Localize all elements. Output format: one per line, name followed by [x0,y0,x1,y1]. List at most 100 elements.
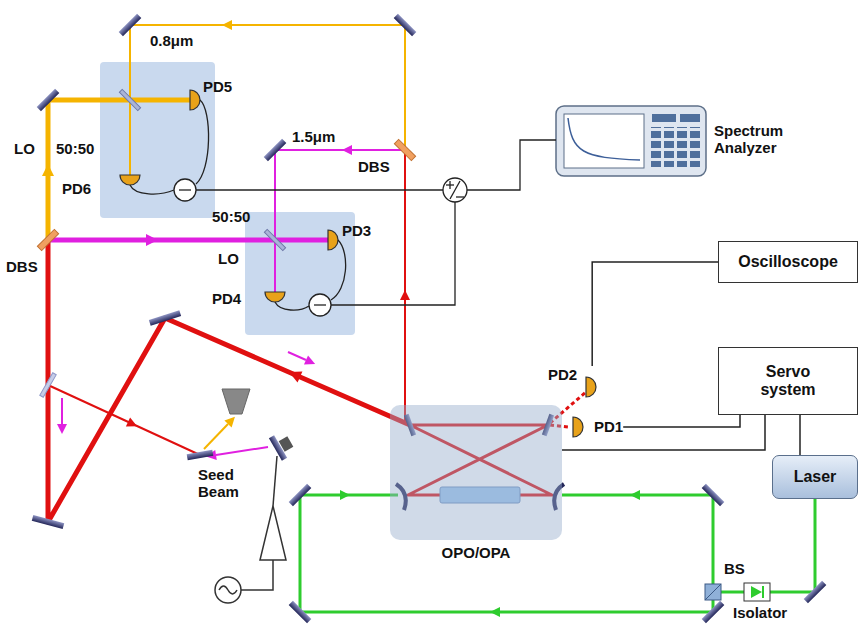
component-label: DBS [358,158,390,175]
laser-beam [61,398,63,424]
beam-splitter [40,89,721,600]
mirror [702,484,725,507]
mirror [37,89,60,112]
amplifier-symbol [260,506,286,560]
isolator-symbol [762,586,764,598]
node-label: PD1 [594,418,623,435]
dichroic-beam-splitter [37,139,415,250]
mirror [264,139,287,162]
mirror [702,601,725,624]
node-label: PD2 [548,366,577,383]
beam-splitter [705,584,721,600]
laser-beam [288,352,306,360]
signal-wire [799,415,801,455]
beam-arrowhead [57,424,67,434]
cavity-box: OPO/OPA [390,405,562,540]
component-label: PD3 [342,222,371,239]
component-label: Isolator [733,604,787,621]
dichroic-beam-splitter [37,229,58,250]
photodetector-symbol [586,377,596,397]
beam-arrowhead [400,290,410,300]
amplifier-symbol [241,560,273,590]
mirror [119,14,142,37]
laser-beam [48,385,200,455]
component-label: Seed Beam [198,466,258,501]
node-label: OPO/OPA [390,544,562,561]
laser-beam [48,240,410,522]
laser-beam [562,495,713,584]
subtractor-symbol [174,179,196,201]
photodetector: PD1 [568,416,623,438]
subtractor-symbol [309,294,331,316]
adder-subtractor-symbol [443,178,467,202]
amplifier-symbol [273,456,277,506]
laser-beam [48,25,815,612]
beam-arrowhead [630,490,640,500]
adder-subtractor-symbol [450,181,460,199]
node-label: Servo system [753,363,823,400]
component-label: 1.5μm [292,128,335,145]
component-label: 0.8μm [150,32,193,49]
beam-arrowhead [126,417,139,430]
laser-beam [721,499,815,592]
balanced-detector-panel [100,62,215,218]
photodetector [190,90,200,110]
laser-beam [48,238,328,243]
signal-wire [562,415,765,450]
adder-subtractor-symbol [456,196,464,197]
spectrum-analyzer-icon [568,118,640,160]
beam-arrowhead [342,145,352,155]
subtractor-symbol [174,179,331,316]
detector-wire [467,140,556,190]
photodetector [328,230,338,250]
component-label: LO [218,250,239,267]
mirror [804,581,827,604]
mirror [32,515,64,529]
beam-arrowhead [42,20,640,617]
balanced-detector-panel [100,62,355,335]
component-label: 50:50 [212,208,250,225]
signal-wire [592,262,718,366]
mirror [289,484,312,507]
mirror [149,310,181,326]
photodetector-symbol [568,416,590,438]
detector-wire [331,202,455,305]
beam-splitter [705,584,721,600]
laser-beam [204,424,228,449]
amplifier-symbol [219,586,237,594]
component-label: PD6 [62,180,91,197]
laser-beam [404,150,406,425]
beam-splitter [119,89,140,110]
spectrum-analyzer-icon [556,106,706,176]
objective-lens [222,389,250,414]
laser-beam [216,447,268,455]
detector-wire [196,100,209,184]
dichroic-beam-splitter [394,139,415,160]
node-label: Oscilloscope [738,253,838,271]
photodetector-symbol [581,376,603,398]
component-label: LO [14,140,35,157]
mirror [187,450,214,460]
spectrum-analyzer-icon [652,114,676,122]
balanced-detector-panel [245,212,355,335]
isolator-symbol [744,583,770,601]
mirror [279,436,294,451]
beam-arrowhead [490,607,500,617]
mirror [394,14,417,37]
node-label: Spectrum Analyzer [714,122,806,157]
beam-arrowhead [304,355,317,368]
detector-wire [331,240,346,300]
laser-beam [48,100,190,240]
oscilloscope-box: Oscilloscope [718,241,858,283]
mirror [289,601,312,624]
beam-arrowhead [42,164,54,176]
spectrum-analyzer: Spectrum Analyzer [556,106,706,176]
node-label: Laser [794,468,837,486]
detector-wire [130,100,556,310]
spectrum-analyzer-icon [564,114,644,168]
spectrum-analyzer-icon [556,106,706,176]
beam-arrowhead [146,234,158,246]
photodetector: PD2 [548,366,603,398]
adder-subtractor-symbol [443,178,467,202]
